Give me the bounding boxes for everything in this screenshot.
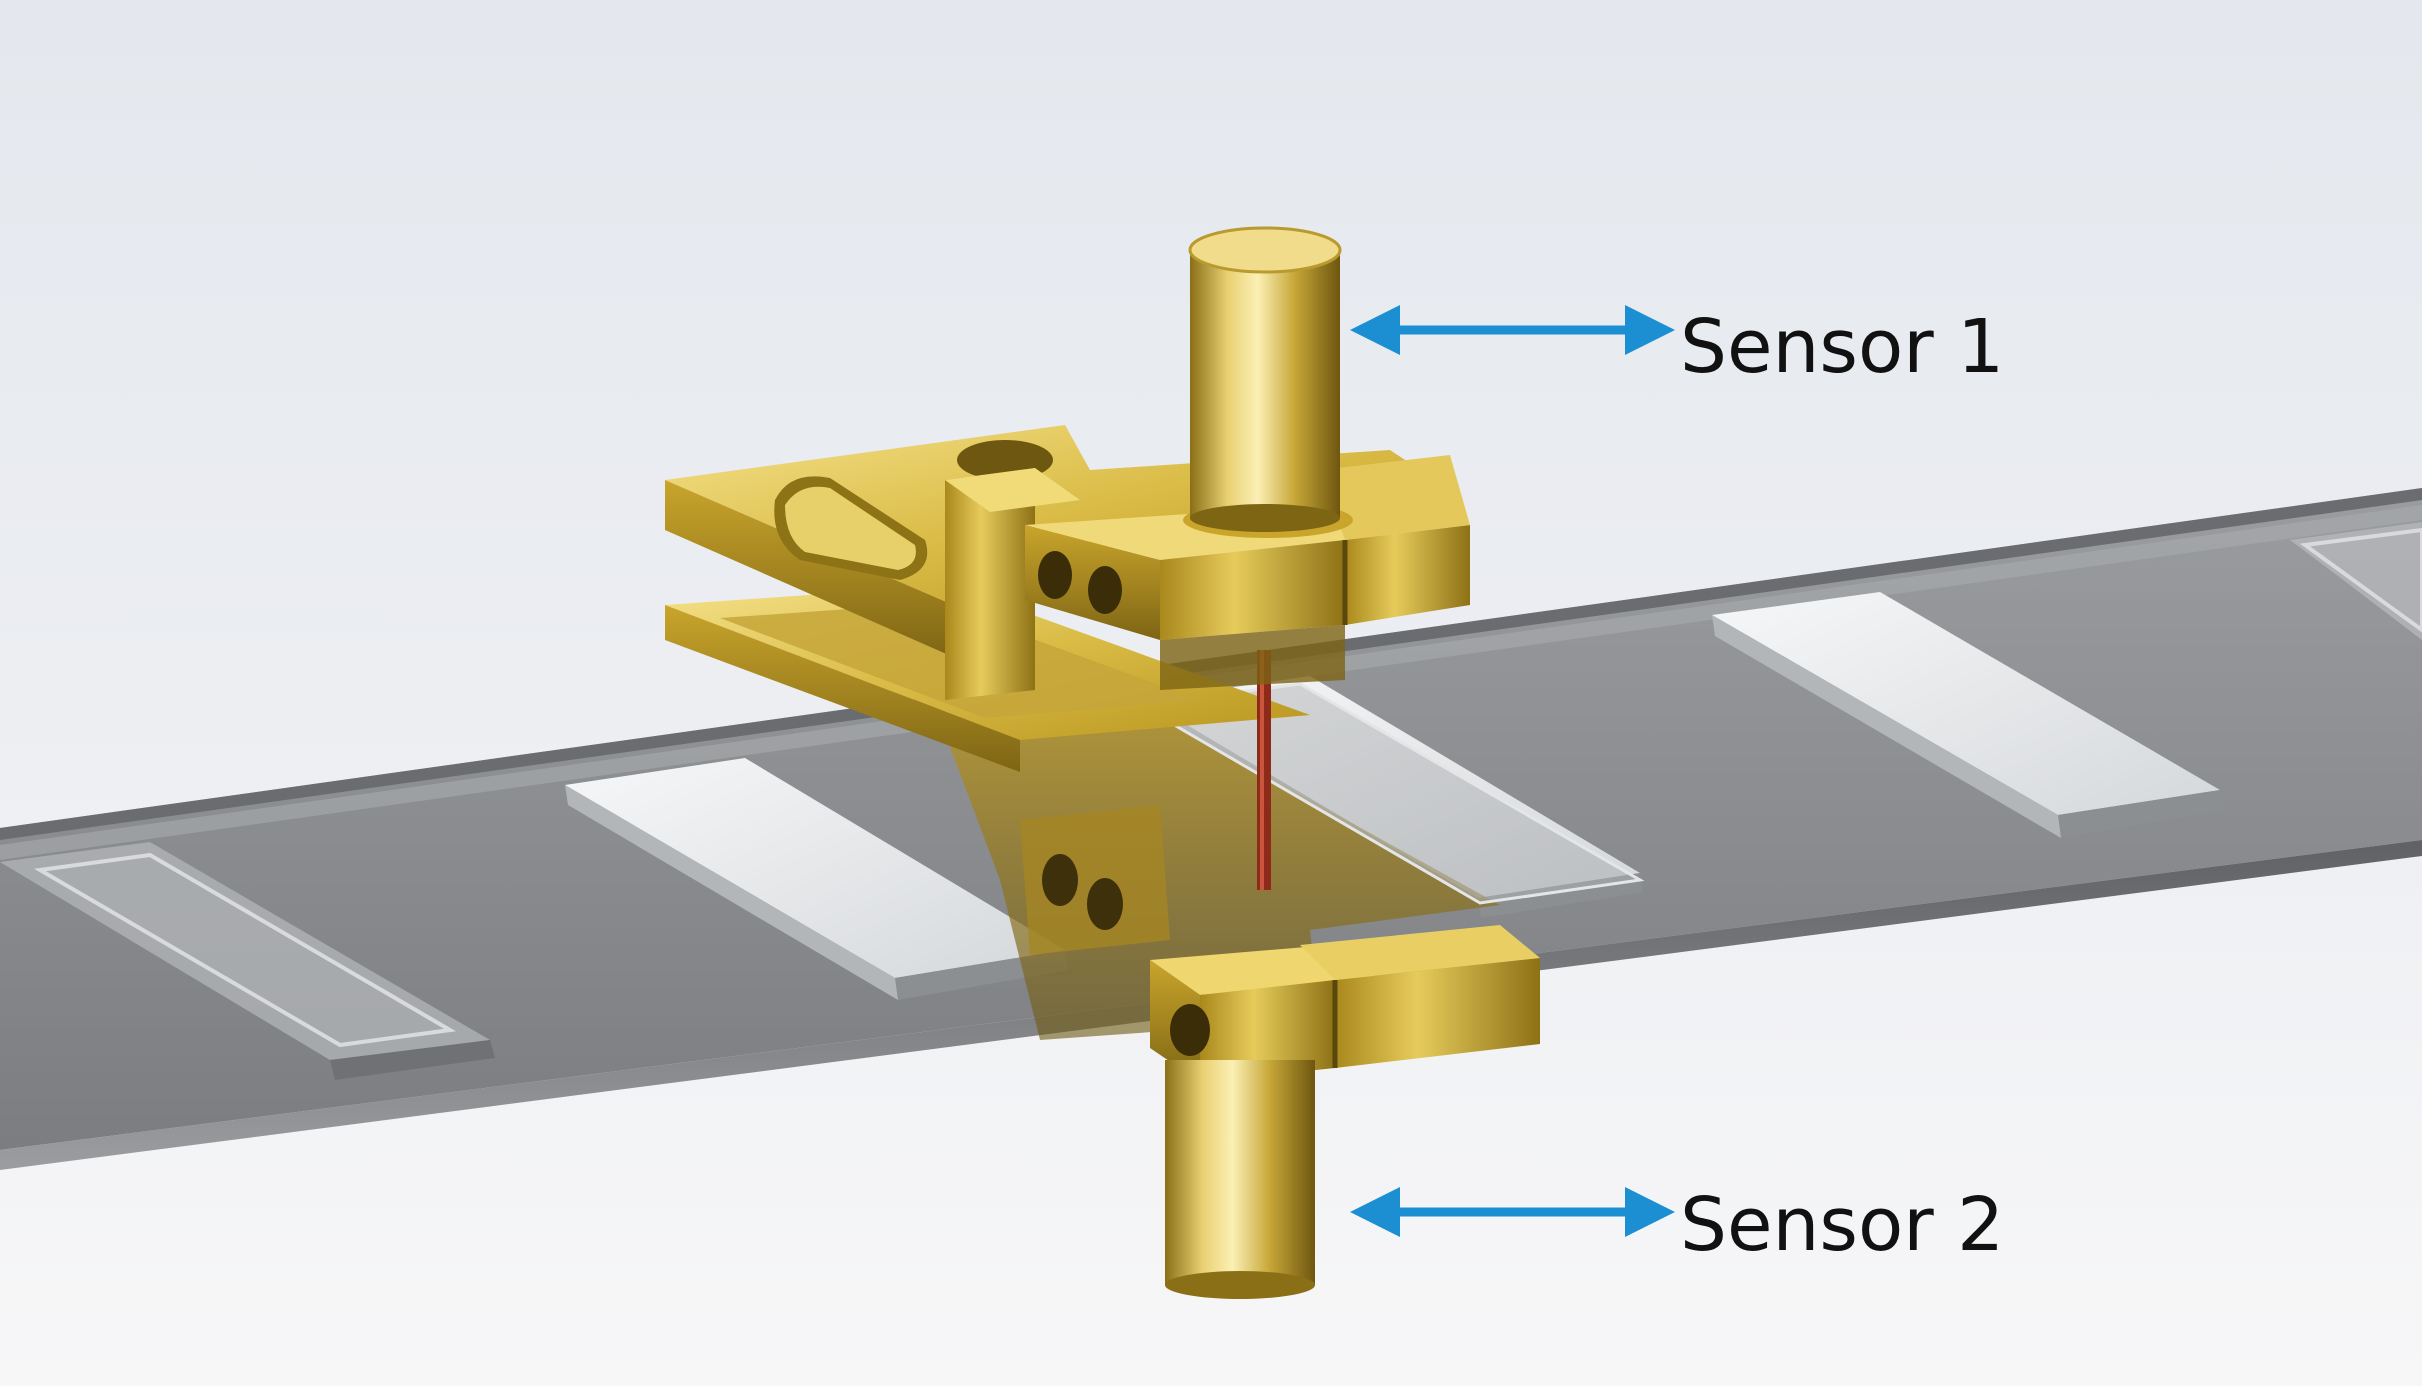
sensor-2-cylinder — [1165, 1060, 1315, 1299]
contact-pad-3 — [1712, 592, 2223, 838]
sensor-1-cylinder — [1183, 226, 1353, 538]
brass-lower-body — [940, 700, 1500, 1040]
upper-post — [945, 468, 1080, 700]
double-headed-arrow-icon — [1350, 305, 1675, 355]
glass-pad-left — [0, 842, 495, 1080]
sensor-1-label: Sensor 1 — [1680, 304, 2004, 390]
lower-clamp — [1150, 925, 1540, 1082]
alignment-pin — [1257, 650, 1271, 890]
double-headed-arrow-icon — [1350, 1187, 1675, 1237]
sensor-2-label: Sensor 2 — [1680, 1182, 2004, 1268]
glass-pad-right — [2290, 522, 2422, 640]
